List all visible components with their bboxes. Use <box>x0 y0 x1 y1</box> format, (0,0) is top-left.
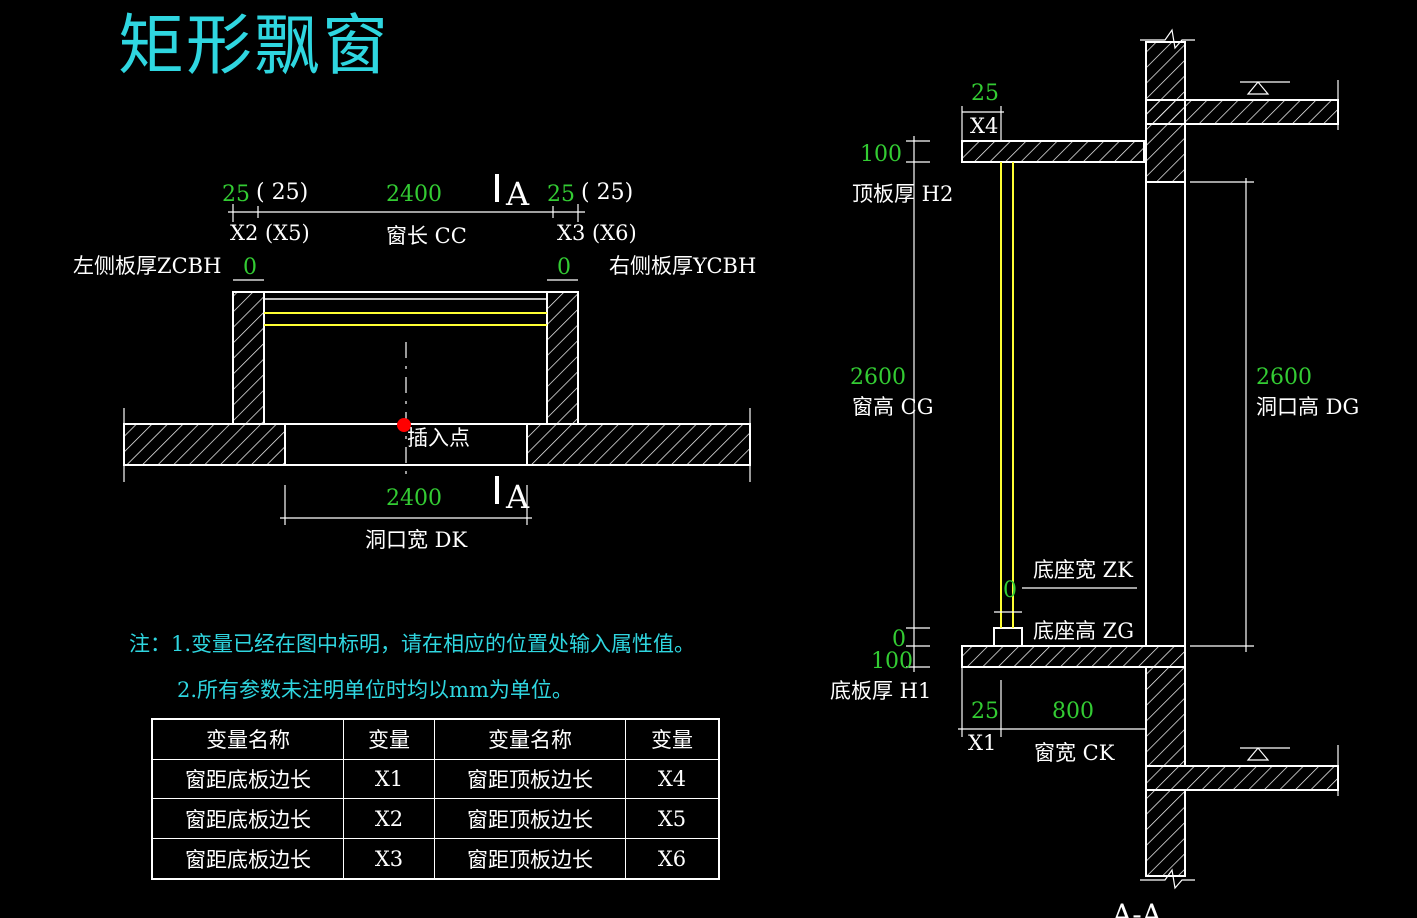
section-dim-ck: 800 <box>1052 699 1094 724</box>
section-lower-floor-slab <box>1145 765 1339 791</box>
section-label-cg: 窗高 CG <box>852 395 934 419</box>
table-header-cell: 变量名称 <box>434 718 626 760</box>
table-header-cell: 变量 <box>625 718 720 760</box>
section-view <box>906 28 1339 890</box>
section-base-block <box>993 627 1023 647</box>
section-dim-h1: 100 <box>871 649 913 674</box>
section-label-x4: X4 <box>970 114 998 138</box>
variable-table: 变量名称 变量 变量名称 变量 窗距底板边长 X1 窗距顶板边长 X4 窗距底板… <box>151 718 720 880</box>
section-label-dg: 洞口高 DG <box>1256 395 1359 419</box>
table-cell: X1 <box>343 758 435 800</box>
section-dim-dg: 2600 <box>1256 365 1312 390</box>
plan-dim-x2: 25 <box>222 182 250 207</box>
plan-side-panel-right <box>546 291 579 425</box>
section-dim-cg: 2600 <box>850 365 906 390</box>
table-cell: 窗距底板边长 <box>151 758 344 800</box>
section-dim-zk: 0 <box>1003 578 1017 603</box>
table-row: 窗距底板边长 X1 窗距顶板边长 X4 <box>151 758 720 800</box>
section-label-h2: 顶板厚 H2 <box>852 182 953 206</box>
plan-dim-x3: 25 <box>547 182 575 207</box>
section-wall-upper <box>1145 41 1186 101</box>
section-dim-x4: 25 <box>971 81 999 106</box>
plan-label-x3-x6: X3 (X6) <box>557 221 637 245</box>
table-cell: X6 <box>625 838 720 880</box>
table-row: 窗距底板边长 X2 窗距顶板边长 X5 <box>151 798 720 840</box>
section-dim-x1: 25 <box>971 699 999 724</box>
plan-dim-left-thickness: 0 <box>243 255 257 280</box>
section-top-board <box>961 140 1145 163</box>
table-cell: 窗距底板边长 <box>151 838 344 880</box>
plan-label-left-thickness: 左侧板厚ZCBH <box>73 254 221 278</box>
plan-label-x2-x5: X2 (X5) <box>230 221 310 245</box>
plan-label-right-thickness: 右侧板厚YCBH <box>609 254 756 278</box>
drawing-title: 矩形飘窗 <box>118 7 390 84</box>
plan-dim-right-thickness: 0 <box>557 255 571 280</box>
plan-dim-window-length: 2400 <box>386 182 442 207</box>
table-cell: 窗距顶板边长 <box>434 798 626 840</box>
table-cell: 窗距底板边长 <box>151 798 344 840</box>
plan-wall-right <box>526 423 751 466</box>
section-dim-h2: 100 <box>860 142 902 167</box>
section-label-aa: A-A <box>1111 898 1163 918</box>
plan-dim-x5: ( 25) <box>256 180 308 205</box>
table-header-row: 变量名称 变量 变量名称 变量 <box>151 718 720 760</box>
section-label-zg: 底座高 ZG <box>1033 619 1134 643</box>
table-cell: X3 <box>343 838 435 880</box>
note-line-1: 注：1.变量已经在图中标明，请在相应的位置处输入属性值。 <box>129 632 696 656</box>
table-cell: 窗距顶板边长 <box>434 758 626 800</box>
table-cell: X2 <box>343 798 435 840</box>
plan-section-mark-bottom: A <box>505 478 530 516</box>
insert-point-marker <box>397 418 411 432</box>
note-line-2: 2.所有参数未注明单位时均以mm为单位。 <box>177 678 573 702</box>
plan-label-window-length: 窗长 CC <box>386 224 467 248</box>
plan-section-mark-top: A <box>505 175 530 213</box>
section-label-x1: X1 <box>968 731 996 755</box>
plan-label-opening-width: 洞口宽 DK <box>365 528 468 552</box>
table-cell: 窗距顶板边长 <box>434 838 626 880</box>
section-bottom-board <box>961 645 1186 668</box>
section-label-ck: 窗宽 CK <box>1034 741 1115 765</box>
plan-wall-left <box>123 423 286 466</box>
table-header-cell: 变量名称 <box>151 718 344 760</box>
plan-dim-x6: ( 25) <box>581 180 633 205</box>
table-row: 窗距底板边长 X3 窗距顶板边长 X6 <box>151 838 720 880</box>
plan-side-panel-left <box>232 291 265 425</box>
section-label-zk: 底座宽 ZK <box>1033 558 1133 582</box>
section-dim-zg: 0 <box>892 627 906 652</box>
table-header-cell: 变量 <box>343 718 435 760</box>
plan-view <box>123 174 751 525</box>
plan-label-insert-point: 插入点 <box>407 426 470 450</box>
table-cell: X4 <box>625 758 720 800</box>
table-cell: X5 <box>625 798 720 840</box>
section-label-h1: 底板厚 H1 <box>830 679 931 703</box>
plan-dim-opening-width: 2400 <box>386 486 442 511</box>
